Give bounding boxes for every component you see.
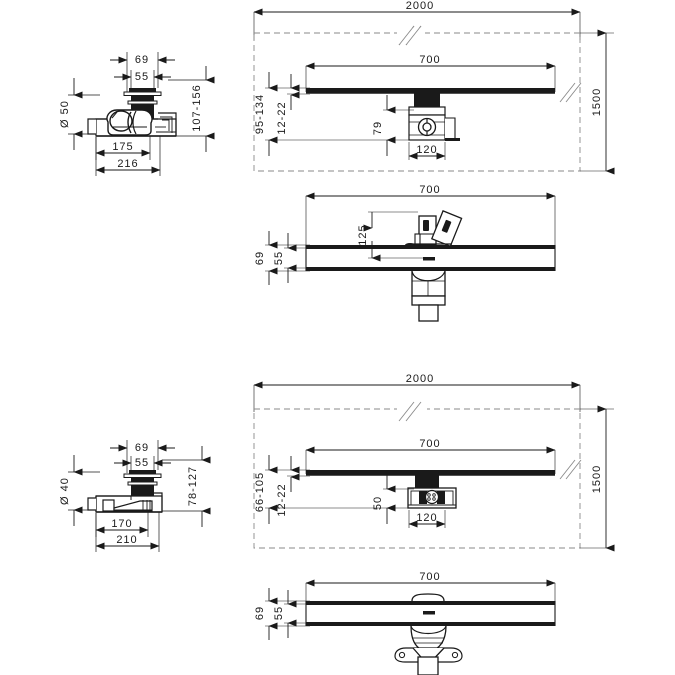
dim-700-top: 700	[305, 54, 556, 92]
dim-label-2000-bottom: 2000	[406, 373, 434, 385]
dim-label-69-a: 69	[135, 54, 149, 66]
dim-700-bottom: 700	[305, 438, 556, 474]
dim-55-bottom-left: 55	[114, 457, 171, 469]
siphon-bottle-strip	[394, 625, 463, 675]
dim-label-95-134: 95-134	[254, 94, 266, 134]
dim-label-55-middle: 55	[273, 251, 285, 265]
dim-label-66-105: 66-105	[254, 472, 266, 512]
siphon-body-bottom	[407, 475, 457, 509]
channel-slot-strip	[423, 611, 435, 615]
dim-diameter-50: Ø 50	[59, 78, 83, 150]
dim-label-69-b: 69	[135, 442, 149, 454]
dim-12-22-top: 12-22	[276, 74, 310, 135]
dim-120-bottom: 120	[408, 510, 446, 528]
dim-50: 50	[372, 475, 414, 524]
break-mark-top-right	[559, 82, 582, 103]
dim-diameter-40: Ø 40	[59, 455, 83, 526]
dim-2000-top: 2000	[253, 0, 581, 40]
siphon-body-middle	[411, 270, 446, 322]
dim-label-175: 175	[112, 141, 133, 153]
dim-label-69-strip: 69	[254, 606, 266, 620]
dim-label-120-top: 120	[416, 144, 437, 156]
dim-label-125: 125	[357, 224, 369, 245]
dim-66-105: 66-105	[254, 455, 408, 524]
dim-55-top-left: 55	[114, 71, 171, 83]
dim-125: 125	[357, 211, 428, 262]
view-top-right-plan: 2000 1500 700	[253, 0, 615, 175]
dim-label-700-bottom: 700	[419, 438, 440, 450]
dim-700-strip: 700	[305, 571, 556, 606]
break-mark-bottom-right	[559, 459, 582, 480]
channel-bar-top	[306, 88, 555, 94]
dim-label-700-top: 700	[419, 54, 440, 66]
dim-55-strip: 55	[273, 590, 310, 638]
siphon-body-top	[408, 93, 460, 141]
dim-label-210: 210	[116, 534, 137, 546]
mixer-assembly-middle	[405, 210, 463, 248]
dim-label-78-127: 78-127	[187, 466, 199, 506]
dim-55-middle: 55	[273, 233, 310, 283]
channel-slot-middle	[423, 257, 435, 261]
view-bottom-right-plan: 2000 1500 700	[253, 373, 615, 552]
dim-label-700-strip: 700	[419, 571, 440, 583]
view-bottom-left-dn40: 69 55 Ø 40 78-127 170 210	[59, 440, 211, 552]
drain-body-dn50-geometry	[87, 88, 177, 137]
dim-120-top: 120	[408, 142, 446, 160]
dim-label-1500-top: 1500	[591, 88, 603, 116]
break-mark-top	[397, 25, 425, 46]
dim-label-diameter-40: Ø 40	[59, 477, 71, 505]
dim-170: 170	[95, 518, 149, 534]
channel-profile-middle	[305, 245, 556, 271]
dim-label-2000-top: 2000	[406, 0, 434, 12]
dim-label-50: 50	[372, 496, 384, 510]
dim-700-middle: 700	[305, 184, 556, 250]
dim-69-bottom-left: 69	[110, 442, 175, 454]
drain-body-dn40-geometry	[87, 470, 163, 513]
break-mark-bottom	[397, 401, 427, 422]
dim-78-127: 78-127	[187, 446, 211, 527]
dim-label-diameter-50: Ø 50	[59, 100, 71, 128]
channel-profile-strip	[305, 593, 556, 626]
dim-label-120-bottom: 120	[416, 512, 437, 524]
view-bottom-strip-elevation: 700	[254, 571, 556, 675]
dim-107-156: 107-156	[191, 66, 215, 152]
dim-69-top-left: 69	[110, 54, 175, 66]
dim-1500-top: 1500	[580, 29, 615, 175]
dim-95-134: 95-134	[254, 72, 410, 156]
dim-label-12-22-top: 12-22	[276, 101, 288, 134]
view-top-left-dn50: 69 55 Ø 50 107-156 175 216	[59, 52, 215, 176]
dim-2000-bottom: 2000	[253, 373, 581, 412]
dim-label-170: 170	[111, 518, 132, 530]
dim-label-55-a: 55	[135, 71, 149, 83]
dim-label-700-middle: 700	[419, 184, 440, 196]
view-middle-right-elevation: 700	[254, 184, 556, 322]
dim-label-12-22-bottom: 12-22	[276, 483, 288, 516]
dim-79: 79	[372, 95, 414, 156]
dim-label-1500-bottom: 1500	[591, 465, 603, 493]
dim-label-79: 79	[372, 121, 384, 135]
dim-12-22-bottom: 12-22	[276, 456, 310, 517]
dim-label-69-middle: 69	[254, 251, 266, 265]
dim-216: 216	[95, 158, 161, 174]
dim-label-55-strip: 55	[273, 606, 285, 620]
dim-175: 175	[95, 141, 151, 157]
channel-bar-bottom	[306, 470, 555, 476]
dim-label-55-b: 55	[135, 457, 149, 469]
dim-1500-bottom: 1500	[580, 405, 615, 552]
dim-label-216: 216	[117, 158, 138, 170]
dim-210: 210	[95, 534, 160, 550]
dim-label-107-156: 107-156	[191, 84, 203, 131]
